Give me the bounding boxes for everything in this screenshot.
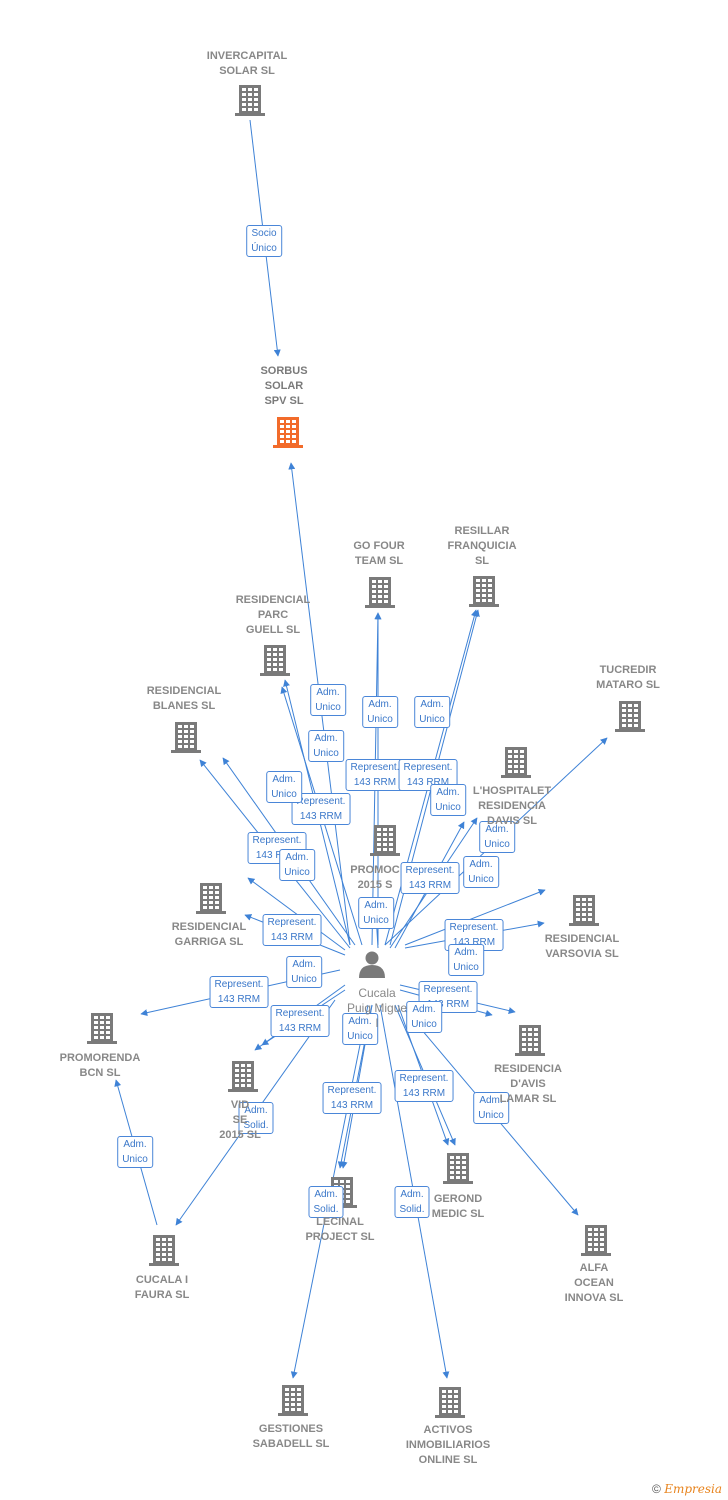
edge-label[interactable]: Represent. 143 RRM [345,759,405,791]
edge-label[interactable]: Adm. Unico [473,1092,509,1124]
company-label-gestiones[interactable]: GESTIONES SABADELL SL [252,1423,330,1450]
edge-label[interactable]: Adm. Unico [117,1136,153,1168]
edge-label[interactable]: Adm. Unico [310,684,346,716]
building-icon-garriga[interactable] [196,883,226,914]
building-icon-blanes[interactable] [171,722,201,753]
edge-label[interactable]: Adm. Unico [414,696,450,728]
edge-label[interactable]: Adm. Solid. [238,1102,274,1134]
edge-label[interactable]: Represent. 143 RRM [262,914,322,946]
edge-label[interactable]: Represent. 143 RRM [247,832,307,864]
edge-label[interactable]: Represent. 143 RRM [398,759,458,791]
edge-label[interactable]: Adm. Unico [266,771,302,803]
building-icon-tucredir[interactable] [615,701,645,732]
company-label-varsovia[interactable]: RESIDENCIAL VARSOVIA SL [544,933,620,960]
edge-label[interactable]: Represent. 143 RRM [394,1070,454,1102]
building-icon-hospitalet[interactable] [501,747,531,778]
copyright-symbol: © [652,1482,661,1496]
edge-label[interactable]: Represent. 143 RRM [400,862,460,894]
building-icon-sorbus[interactable] [273,417,303,448]
building-icon-gerond[interactable] [443,1153,473,1184]
edge-label[interactable]: Adm. Unico [279,849,315,881]
person-label[interactable]: Cucala Puig Migue l [346,986,408,1030]
company-label-activos[interactable]: ACTIVOS INMOBILIARIOS ONLINE SL [405,1424,491,1466]
company-label-gofour[interactable]: GO FOUR TEAM SL [353,540,405,567]
building-icon-davismar[interactable] [515,1025,545,1056]
edge-label[interactable]: Adm. Unico [406,1001,442,1033]
company-label-promorenda[interactable]: PROMORENDA BCN SL [59,1052,141,1079]
building-icon-promoc2015[interactable] [370,825,400,856]
company-label-promoc2015[interactable]: PROMOC 2015 S [350,864,400,891]
nodes-layer [87,85,645,1418]
building-icon-alfaocean[interactable] [581,1225,611,1256]
company-label-tucredir[interactable]: TUCREDIR MATARO SL [596,664,660,691]
brand-logo[interactable]: Empresia [664,1482,722,1496]
building-icon-parcguell[interactable] [260,645,290,676]
company-label-alfaocean[interactable]: ALFA OCEAN INNOVA SL [564,1262,624,1304]
edge-label[interactable]: Adm. Unico [430,784,466,816]
building-icon-vida[interactable] [228,1061,258,1092]
edge-label[interactable]: Adm. Unico [463,856,499,888]
edge-label[interactable]: Adm. Unico [362,696,398,728]
edge-label[interactable]: Adm. Solid. [308,1186,344,1218]
company-label-parcguell[interactable]: RESIDENCIAL PARC GUELL SL [235,594,311,636]
edge-label[interactable]: Adm. Unico [479,821,515,853]
company-label-invercapital[interactable]: INVERCAPITAL SOLAR SL [206,50,288,77]
edge-label[interactable]: Socio Único [246,225,282,257]
building-icon-invercapital[interactable] [235,85,265,116]
edge-label[interactable]: Adm. Unico [358,897,394,929]
building-icon-promorenda[interactable] [87,1013,117,1044]
company-label-hospitalet[interactable]: L'HOSPITALET RESIDENCIA DAVIS SL [472,785,552,827]
company-label-vida[interactable]: VID SE 2015 SL [219,1099,261,1141]
building-icon-cucalafaura[interactable] [149,1235,179,1266]
building-icon-gestiones[interactable] [278,1385,308,1416]
company-label-gerond[interactable]: GEROND MEDIC SL [431,1193,485,1220]
company-label-garriga[interactable]: RESIDENCIAL GARRIGA SL [171,921,247,948]
company-label-resillar[interactable]: RESILLAR FRANQUICIA SL [447,525,517,567]
edge-label[interactable]: Represent. 143 RRM [322,1082,382,1114]
edge-label[interactable]: Adm. Unico [308,730,344,762]
footer: © Empresia [652,1482,722,1496]
building-icon-resillar[interactable] [469,576,499,607]
edge-label[interactable]: Adm. Unico [342,1013,378,1045]
edge-label[interactable]: Represent. 143 RRM [209,976,269,1008]
building-icon-gofour[interactable] [365,577,395,608]
building-icon-activos[interactable] [435,1387,465,1418]
person-icon[interactable] [359,951,385,979]
edge-label[interactable]: Represent. 143 RRM [270,1005,330,1037]
edge-cucala-varsovia [404,889,546,946]
company-label-lecinal[interactable]: LECINAL PROJECT SL [305,1216,375,1243]
edge-label[interactable]: Adm. Solid. [394,1186,430,1218]
company-label-cucalafaura[interactable]: CUCALA I FAURA SL [134,1274,190,1301]
company-label-davismar[interactable]: RESIDENCIA D'AVIS LAMAR SL [494,1063,562,1105]
edge-label[interactable]: Adm. Unico [448,944,484,976]
company-label-sorbus[interactable]: SORBUS SOLAR SPV SL [260,365,308,407]
company-label-blanes[interactable]: RESIDENCIAL BLANES SL [146,685,222,712]
building-icon-varsovia[interactable] [569,895,599,926]
edge-label[interactable]: Adm. Unico [286,956,322,988]
